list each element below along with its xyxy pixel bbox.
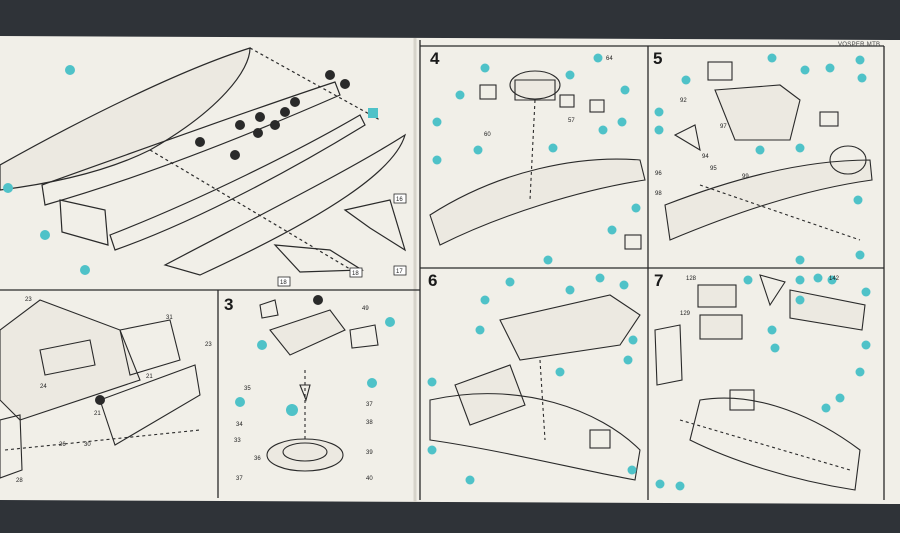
step7-callouts: [655, 273, 871, 491]
step7-diagram: [654, 274, 866, 491]
step-number-3: 3: [224, 295, 234, 314]
part-21: 21: [146, 374, 153, 380]
part-17: 17: [396, 269, 403, 275]
step4-diagram: [429, 70, 646, 250]
part-96: 96: [655, 171, 662, 177]
part-36: 36: [254, 456, 261, 462]
part-94: 94: [702, 154, 709, 160]
part-95: 95: [710, 166, 717, 172]
part-24: 24: [40, 384, 47, 390]
part-98: 98: [655, 191, 662, 197]
part-129: 129: [680, 311, 691, 317]
part-64: 64: [606, 56, 613, 62]
part-28: 28: [16, 478, 23, 484]
part-23b: 23: [205, 342, 212, 348]
step5-diagram: [664, 61, 873, 241]
step-number-5: 5: [653, 49, 663, 68]
part-18b: 18: [352, 271, 359, 277]
part-60: 60: [484, 132, 491, 138]
model-name-label: VOSPER MTB: [838, 42, 881, 48]
bottom-left-diagram: [0, 299, 201, 479]
part-37: 37: [236, 476, 243, 482]
part-49: 49: [362, 306, 369, 312]
paper-sheet: [0, 36, 900, 504]
part-34: 34: [236, 422, 243, 428]
part-33: 33: [234, 438, 241, 444]
panel-borders: [0, 40, 885, 500]
step-number-6: 6: [428, 271, 438, 290]
part-21b: 21: [94, 411, 101, 417]
part-18: 16: [396, 197, 403, 203]
part-128: 128: [686, 276, 697, 282]
hull-diagram: [0, 47, 407, 276]
part-92: 92: [680, 98, 687, 104]
step3-diagram: [259, 299, 379, 472]
step-number-4: 4: [430, 49, 440, 68]
part-31: 31: [166, 315, 173, 321]
part-37b: 37: [366, 402, 373, 408]
part-142: 142: [829, 276, 840, 282]
part-38: 38: [366, 420, 373, 426]
hull-callouts: [3, 65, 378, 275]
step6-diagram: [429, 294, 641, 481]
step3-callouts: [235, 295, 395, 416]
part-39: 39: [366, 450, 373, 456]
part-19: 18: [280, 280, 287, 286]
part-26: 26: [59, 442, 66, 448]
part-35: 35: [244, 386, 251, 392]
part-97: 97: [720, 124, 727, 130]
step4-callouts: [432, 53, 641, 265]
part-40: 40: [366, 476, 373, 482]
part-23: 23: [25, 297, 32, 303]
part-99: 99: [742, 174, 749, 180]
step-number-7: 7: [654, 271, 664, 290]
step5-callouts: [654, 53, 867, 265]
bottom-left-callouts: [95, 395, 105, 405]
part-numbers: 16 17 18 18 23 31 23 21 24 21 26 30 28 4…: [16, 56, 840, 484]
part-30: 30: [84, 442, 91, 448]
part-label-boxes: [277, 193, 407, 287]
step6-callouts: [427, 273, 638, 485]
part-57: 57: [568, 118, 575, 124]
